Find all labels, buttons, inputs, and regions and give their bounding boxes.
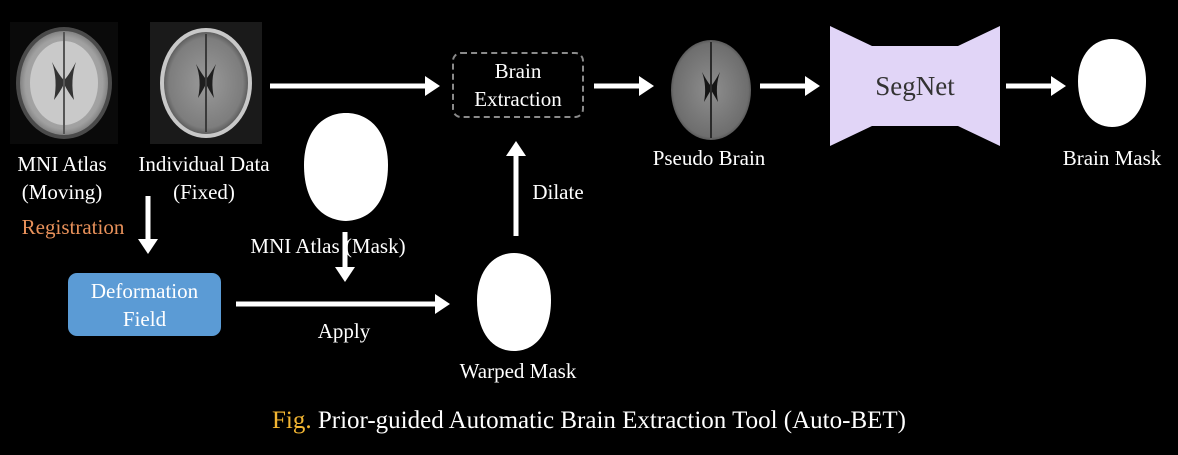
- apply-label: Apply: [317, 319, 371, 343]
- pseudo-brain-label: Pseudo Brain: [652, 146, 766, 170]
- moving-label: (Moving): [21, 180, 103, 204]
- warped-mask-shape: [477, 253, 551, 351]
- brain-mask-shape: [1078, 39, 1146, 127]
- individual-data-scan-image: [150, 22, 262, 144]
- deformation-field-box: Deformation Field: [68, 273, 221, 336]
- brain-mask-label: Brain Mask: [1062, 146, 1162, 170]
- deformation-field-line1: Deformation: [90, 278, 199, 303]
- caption-prefix: Fig.: [271, 407, 312, 434]
- warped-mask-label: Warped Mask: [459, 359, 577, 383]
- pseudo-brain-scan-image: [671, 40, 751, 140]
- registration-label: Registration: [21, 215, 125, 239]
- brain-extraction-line2: Extraction: [474, 87, 562, 111]
- figure-caption: Fig. Prior-guided Automatic Brain Extrac…: [0, 406, 1178, 436]
- caption-text: Prior-guided Automatic Brain Extraction …: [317, 407, 906, 434]
- mni-atlas-mask-label: MNI Atlas (Mask): [250, 234, 406, 258]
- brain-extraction-line1: Brain: [494, 59, 542, 83]
- dilate-label: Dilate: [532, 180, 584, 204]
- segnet-block: [830, 26, 1000, 146]
- mni-atlas-label: MNI Atlas: [17, 152, 107, 176]
- brain-extraction-box: Brain Extraction: [452, 52, 584, 118]
- fixed-label: (Fixed): [173, 180, 235, 204]
- deformation-field-line2: Field: [122, 306, 167, 331]
- individual-data-label: Individual Data: [138, 152, 270, 176]
- segnet-label: SegNet: [875, 71, 955, 101]
- mni-atlas-mask-shape: [304, 113, 388, 221]
- mni-atlas-scan-image: [10, 22, 118, 144]
